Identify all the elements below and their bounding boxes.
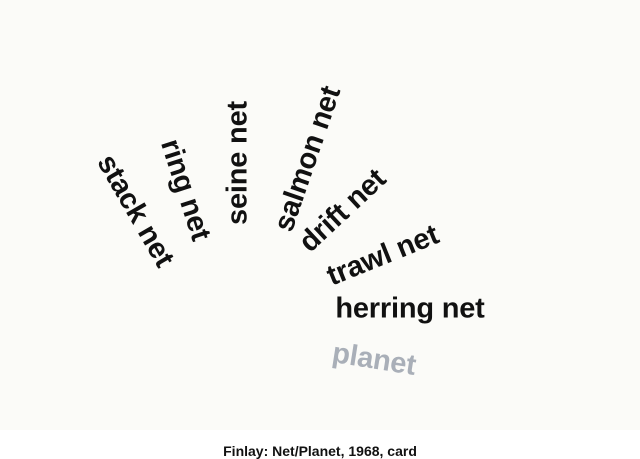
poem-card: stack net ring net seine net salmon net …	[90, 82, 485, 382]
word-seine-net: seine net	[221, 101, 254, 225]
word-herring-net: herring net	[335, 292, 485, 325]
caption: Finlay: Net/Planet, 1968, card	[223, 443, 417, 459]
word-planet: planet	[329, 337, 419, 382]
